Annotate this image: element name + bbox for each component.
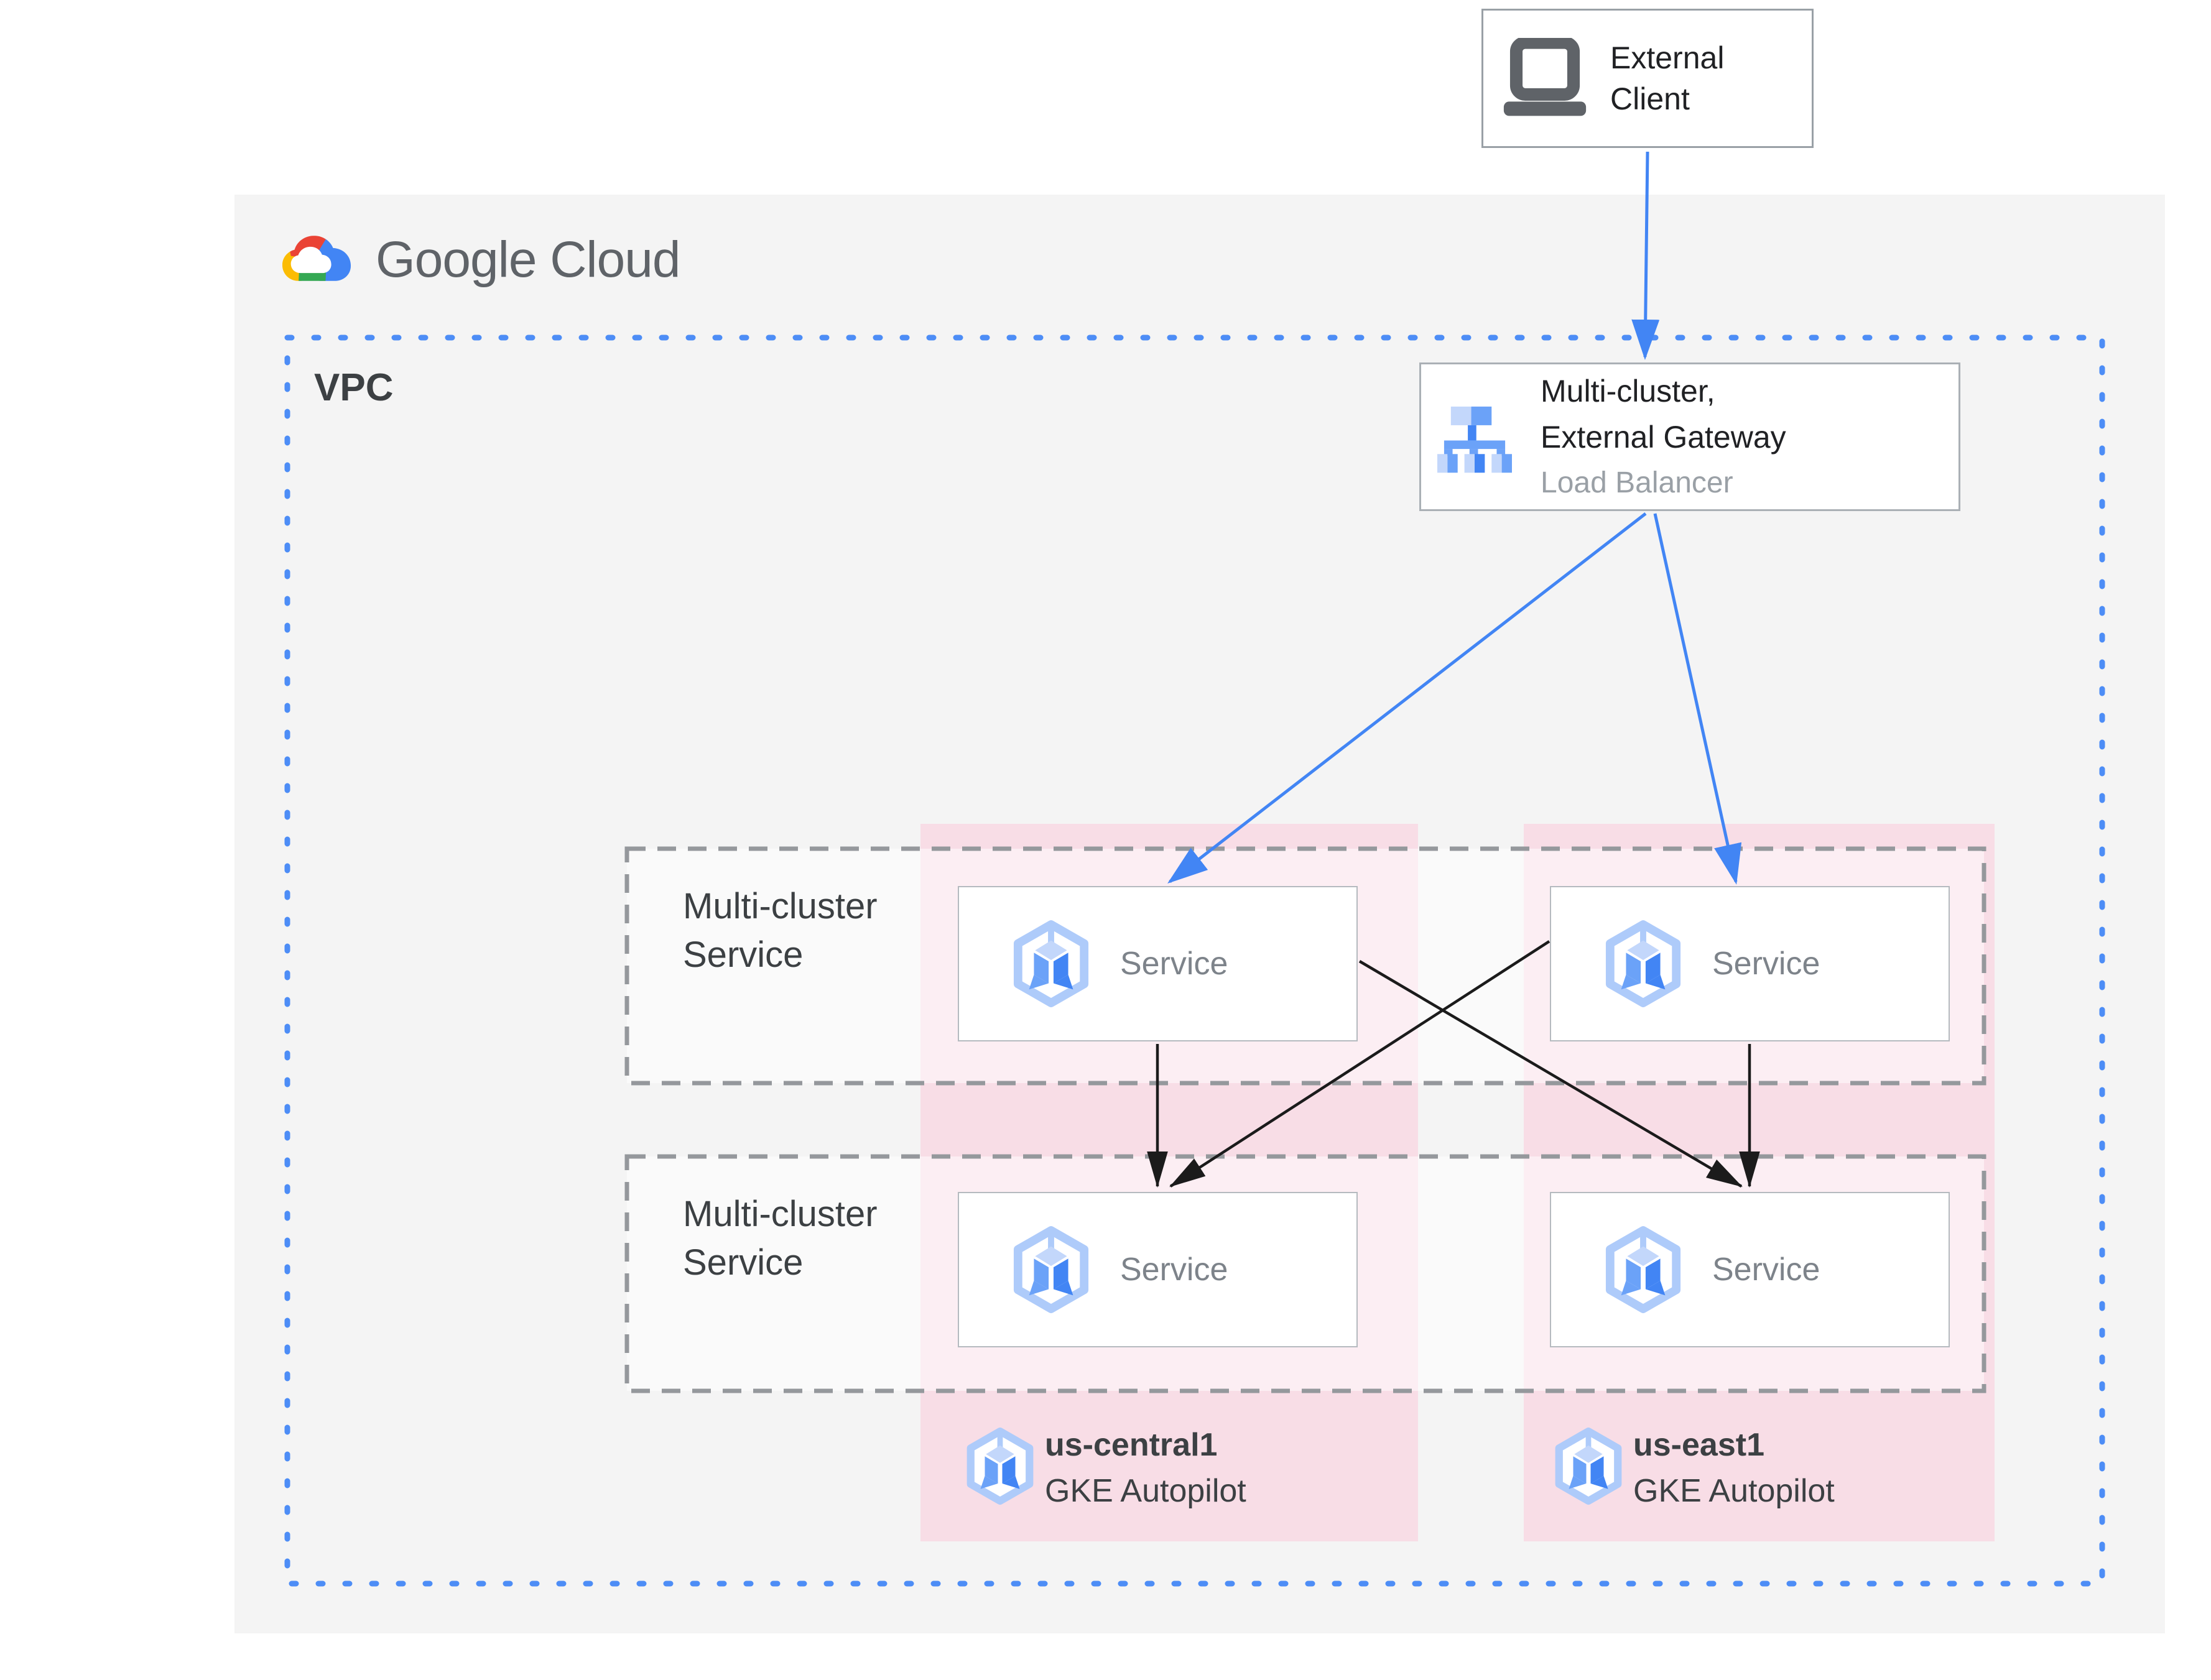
google-cloud-logo-text: Google Cloud: [376, 231, 680, 288]
cluster-platform: GKE Autopilot: [1045, 1473, 1246, 1509]
cluster-region-name: us-east1: [1633, 1427, 1764, 1463]
google-cloud-logo-icon: [280, 230, 353, 290]
cluster-text-us-east1: us-east1 GKE Autopilot: [1633, 1422, 1835, 1514]
service-node-row1-us-east1: Service: [1550, 886, 1950, 1041]
row-2-label: Multi-cluster Service: [683, 1190, 878, 1287]
cluster-label-us-central1: [965, 1427, 1035, 1508]
gke-service-icon: [1012, 1225, 1090, 1314]
load-balancer-node: Multi-cluster, External Gateway Load Bal…: [1419, 362, 1960, 511]
row-1-label: Multi-cluster Service: [683, 882, 878, 979]
external-client-label-line1: External: [1610, 40, 1725, 75]
gke-cluster-icon: [1554, 1427, 1623, 1505]
row-2-label-line2: Service: [683, 1242, 804, 1283]
row-1-label-line1: Multi-cluster: [683, 886, 878, 926]
external-client-label-line2: Client: [1610, 81, 1690, 116]
cluster-text-us-central1: us-central1 GKE Autopilot: [1045, 1422, 1246, 1514]
service-node-row1-us-central1: Service: [958, 886, 1358, 1041]
cluster-label-us-east1: [1554, 1427, 1623, 1508]
google-cloud-logo: Google Cloud: [280, 225, 680, 295]
row-1-label-line2: Service: [683, 935, 804, 975]
gke-service-icon: [1604, 920, 1682, 1008]
gke-cluster-icon: [965, 1427, 1035, 1505]
cluster-region-name: us-central1: [1045, 1427, 1218, 1463]
cluster-platform: GKE Autopilot: [1633, 1473, 1835, 1509]
external-client-node: External Client: [1481, 9, 1814, 148]
load-balancer-label-line2: External Gateway: [1541, 419, 1786, 455]
service-node-row2-us-central1: Service: [958, 1192, 1358, 1347]
load-balancer-label-line3: Load Balancer: [1541, 466, 1733, 499]
external-client-label: External Client: [1610, 37, 1724, 119]
service-label: Service: [1712, 1252, 1820, 1288]
vpc-label: VPC: [314, 366, 394, 409]
load-balancer-icon: [1437, 401, 1512, 473]
gke-service-icon: [1012, 920, 1090, 1008]
service-label: Service: [1120, 946, 1228, 982]
row-2-label-line1: Multi-cluster: [683, 1194, 878, 1234]
load-balancer-label-line1: Multi-cluster,: [1541, 373, 1715, 408]
service-node-row2-us-east1: Service: [1550, 1192, 1950, 1347]
service-label: Service: [1120, 1252, 1228, 1288]
gke-service-icon: [1604, 1225, 1682, 1314]
laptop-icon: [1502, 38, 1588, 119]
service-label: Service: [1712, 946, 1820, 982]
load-balancer-label: Multi-cluster, External Gateway Load Bal…: [1541, 368, 1786, 506]
